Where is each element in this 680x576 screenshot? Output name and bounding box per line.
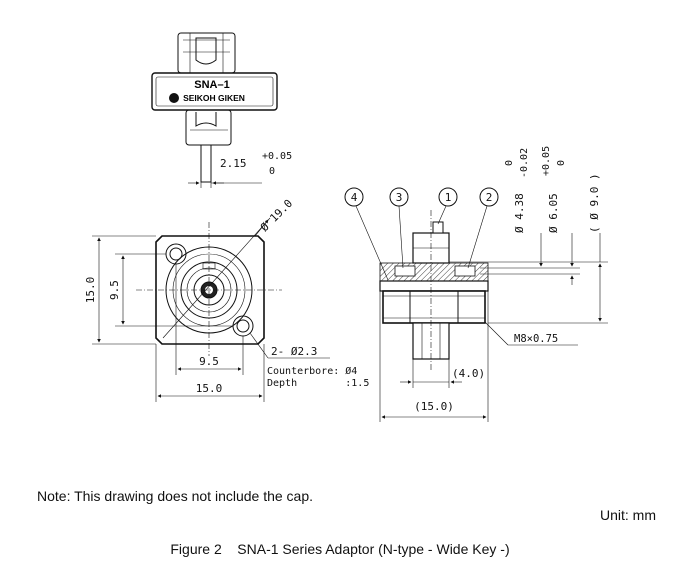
- counterbore-spec: Counterbore: Ø4: [267, 365, 357, 377]
- dia-outer-dim: Ø 19.0: [258, 197, 295, 234]
- holes-callout: 2- Ø2.3: [271, 345, 317, 358]
- height-outer-dim: 15.0: [84, 277, 97, 304]
- unit-label: Unit: mm: [600, 507, 656, 523]
- balloon-1: 1: [437, 187, 458, 225]
- seikoh-logo-icon: [169, 93, 179, 103]
- width-outer-dim: 15.0: [196, 382, 223, 395]
- key-tol-upper: +0.05: [262, 151, 292, 162]
- key-width-dim: 2.15: [220, 157, 247, 170]
- svg-text:3: 3: [396, 191, 403, 204]
- balloon-2: 2: [467, 187, 499, 269]
- key-tol-lower: 0: [269, 166, 275, 177]
- brand-label: SEIKOH GIKEN: [183, 93, 245, 103]
- depth-spec: Depth :1.5: [267, 378, 369, 389]
- tol-438-lower: -0.02: [519, 148, 530, 178]
- svg-text:1: 1: [445, 191, 452, 204]
- drawing-note: Note: This drawing does not include the …: [37, 488, 314, 504]
- product-label: SNA–1: [194, 79, 229, 91]
- tol-605-upper: +0.05: [541, 146, 552, 176]
- front-view: Ø 19.0 15.0 9.5 9.5 15.0 2- Ø2.3 Counter…: [84, 197, 369, 402]
- dia-90-dim: ( Ø 9.0 ): [588, 173, 601, 233]
- tol-605-lower: 0: [556, 160, 567, 166]
- thread-spec: M8×0.75: [514, 333, 558, 345]
- side-section-view: 4 3 1 2 Ø 4.38 0 -0.02: [344, 146, 608, 422]
- svg-text:4: 4: [351, 191, 358, 204]
- height-holes-dim: 9.5: [108, 280, 121, 300]
- figure-caption: Figure 2 SNA-1 Series Adaptor (N-type - …: [170, 541, 510, 557]
- dia-605-dim: Ø 6.05: [547, 193, 560, 233]
- len-15-dim: (15.0): [414, 400, 454, 413]
- svg-text:2: 2: [486, 191, 493, 204]
- top-view: SNA–1 SEIKOH GIKEN 2.15 +0.05 0: [151, 32, 292, 188]
- balloon-3: 3: [389, 187, 409, 269]
- dia-438-dim: Ø 4.38: [513, 193, 526, 233]
- tol-438-upper: 0: [504, 160, 515, 166]
- len-4-dim: (4.0): [452, 367, 485, 380]
- width-holes-dim: 9.5: [199, 355, 219, 368]
- balloon-4: 4: [344, 187, 389, 281]
